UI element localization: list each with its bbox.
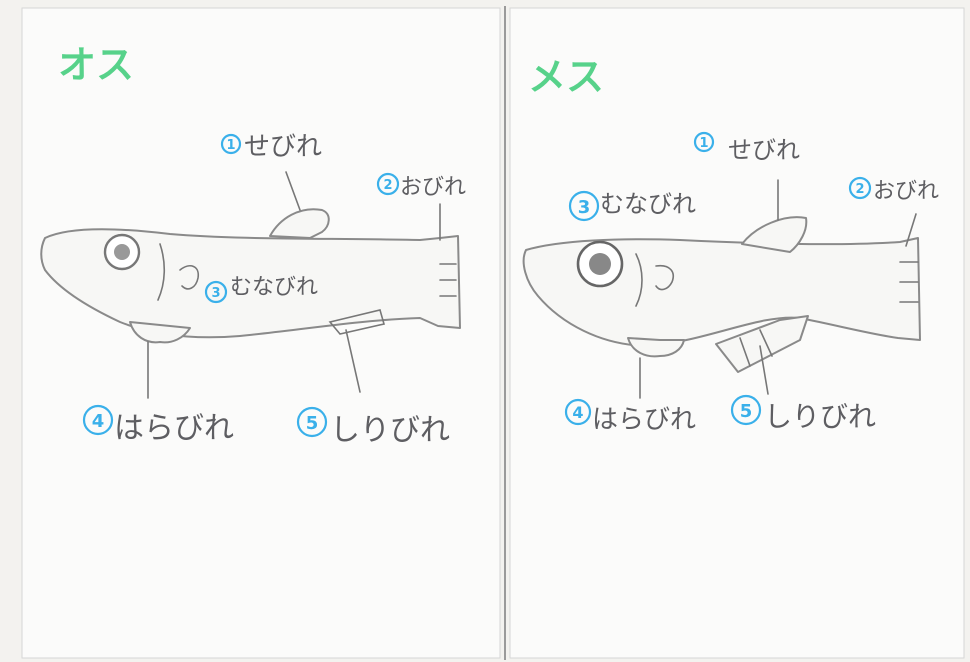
male-title: オス xyxy=(58,43,134,87)
label-text: はらびれ xyxy=(592,405,696,435)
label-text: しりびれ xyxy=(764,400,876,433)
label-number: 4 xyxy=(572,403,583,422)
female-title: メス xyxy=(528,55,604,99)
label-text: はらびれ xyxy=(114,411,234,446)
label-text: せびれ xyxy=(244,132,322,162)
label-text: せびれ xyxy=(728,136,800,164)
label-number: 1 xyxy=(699,136,708,151)
label-number: 3 xyxy=(211,286,220,301)
label-text: おびれ xyxy=(400,175,466,200)
label-number: 3 xyxy=(578,197,591,218)
label-number: 4 xyxy=(92,411,105,432)
label-number: 5 xyxy=(740,401,753,422)
label-text: むなびれ xyxy=(230,275,318,300)
label-text: おびれ xyxy=(873,179,939,204)
label-number: 2 xyxy=(383,178,392,193)
label-number: 2 xyxy=(855,182,864,197)
label-text: しりびれ xyxy=(330,413,450,448)
label-number: 1 xyxy=(226,138,235,153)
label-text: むなびれ xyxy=(600,190,696,218)
label-number: 5 xyxy=(306,413,319,434)
